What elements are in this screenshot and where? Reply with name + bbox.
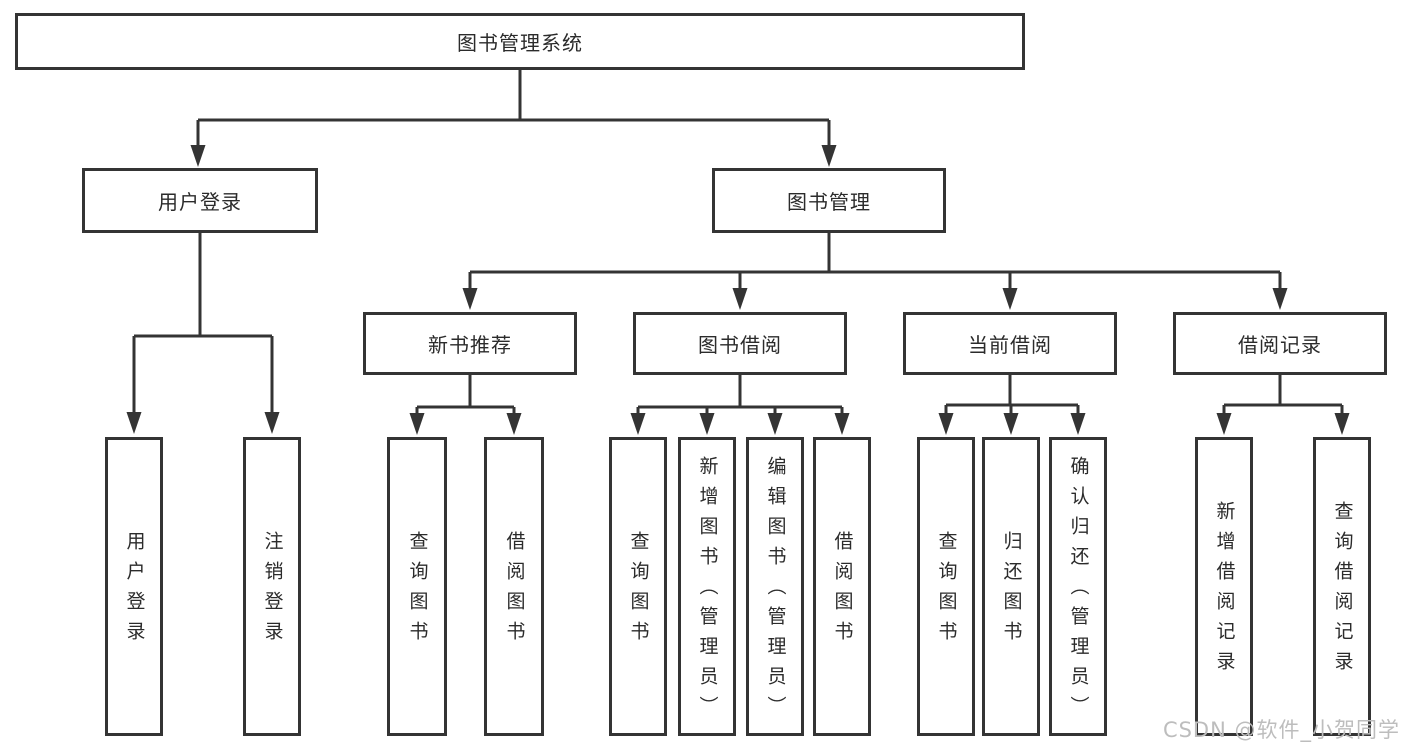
leaf-record-query: 查询借阅记录	[1313, 437, 1371, 736]
node-user-login: 用户登录	[82, 168, 318, 233]
leaf-current-confirm-admin: 确认归还（管理员）	[1049, 437, 1107, 736]
node-borrow-record: 借阅记录	[1173, 312, 1387, 375]
leaf-borrow-borrow: 借阅图书	[813, 437, 871, 736]
node-new-book-recommend: 新书推荐	[363, 312, 577, 375]
leaf-user-login: 用户登录	[105, 437, 163, 736]
leaf-logout: 注销登录	[243, 437, 301, 736]
leaf-current-query: 查询图书	[917, 437, 975, 736]
node-root: 图书管理系统	[15, 13, 1025, 70]
node-book-management: 图书管理	[712, 168, 946, 233]
node-current-borrow: 当前借阅	[903, 312, 1117, 375]
leaf-borrow-edit-admin: 编辑图书（管理员）	[746, 437, 804, 736]
leaf-borrow-add-admin: 新增图书（管理员）	[678, 437, 736, 736]
leaf-newbook-borrow: 借阅图书	[484, 437, 544, 736]
leaf-record-add: 新增借阅记录	[1195, 437, 1253, 736]
leaf-borrow-query: 查询图书	[609, 437, 667, 736]
leaf-current-return: 归还图书	[982, 437, 1040, 736]
leaf-newbook-query: 查询图书	[387, 437, 447, 736]
node-book-borrow: 图书借阅	[633, 312, 847, 375]
